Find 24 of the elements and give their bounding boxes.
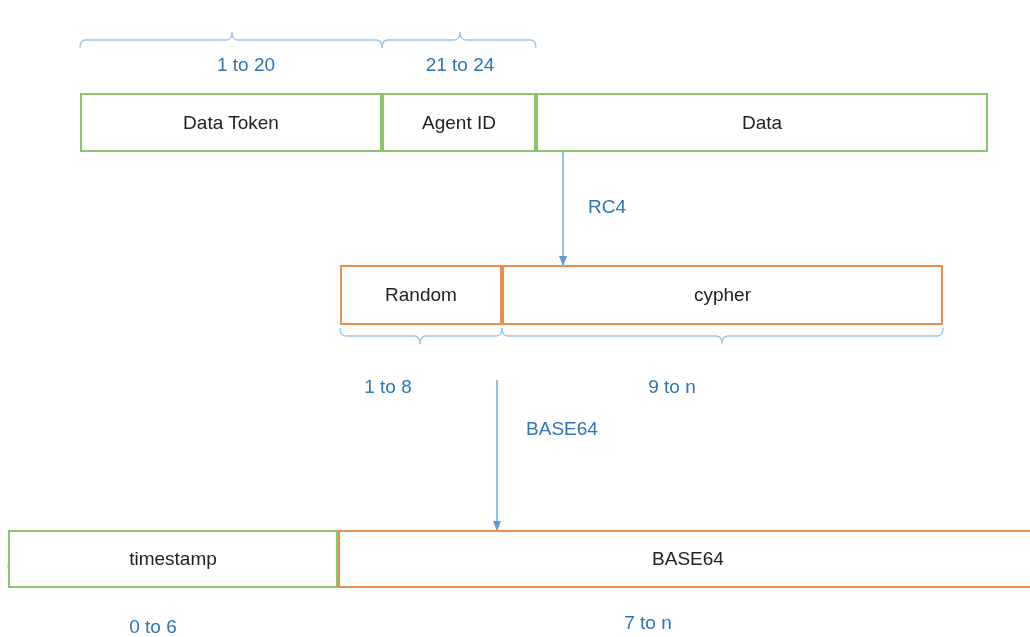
edge-label: RC4 bbox=[588, 196, 626, 218]
field-box bbox=[80, 93, 382, 152]
field-name: Random bbox=[385, 284, 457, 306]
byte-range-label: 7 to n bbox=[624, 612, 672, 634]
field-box bbox=[382, 93, 536, 152]
byte-range-label: 1 to 20 bbox=[216, 54, 276, 76]
field-name: timestamp bbox=[129, 548, 217, 570]
arrow bbox=[558, 151, 568, 267]
arrow bbox=[492, 379, 502, 532]
byte-range-label: 9 to n bbox=[648, 376, 696, 398]
field-box bbox=[536, 93, 988, 152]
byte-range-label: 0 to 6 bbox=[129, 616, 177, 637]
field-box bbox=[8, 530, 338, 588]
field-name: Data Token bbox=[183, 111, 279, 134]
field-box bbox=[502, 265, 943, 325]
byte-range-label: 21 to 24 bbox=[425, 54, 495, 76]
field-box bbox=[340, 265, 502, 325]
field-name: Data bbox=[741, 111, 783, 134]
field-box bbox=[338, 530, 1030, 588]
field-name: BASE64 bbox=[652, 548, 724, 570]
field-name: cypher bbox=[694, 284, 751, 306]
field-name: Agent ID bbox=[422, 111, 496, 134]
byte-range-label: 1 to 8 bbox=[364, 376, 412, 398]
edge-label: BASE64 bbox=[526, 418, 598, 440]
